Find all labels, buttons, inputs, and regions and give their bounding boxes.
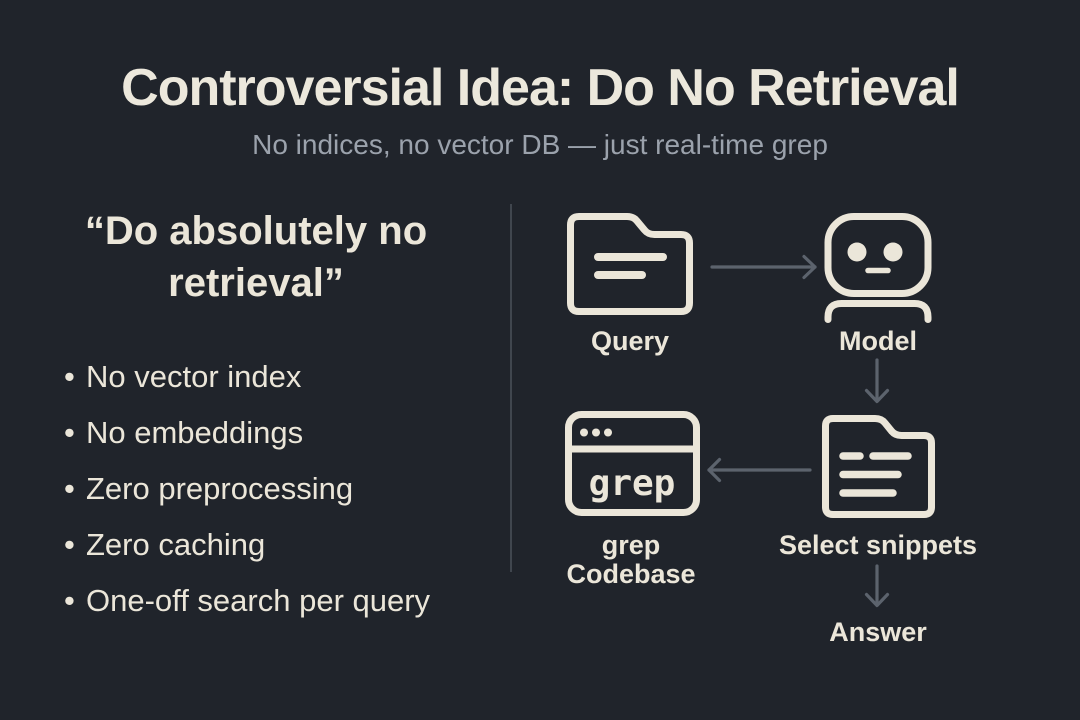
quote: “Do absolutely no retrieval” (84, 209, 428, 305)
bullet-text: Zero preprocessing (86, 471, 354, 506)
node-label-model: Model (839, 326, 917, 356)
column-divider (510, 204, 512, 572)
list-item: Zero preprocessing (64, 461, 430, 517)
arrow-down-icon (864, 564, 890, 608)
bullet-text: No embeddings (86, 415, 304, 450)
list-item: No vector index (64, 349, 430, 405)
folder-snippets-icon (822, 415, 935, 518)
node-label-grep-line1: grep (601, 530, 661, 560)
folder-icon (567, 213, 693, 315)
arrow-down-icon (864, 358, 890, 404)
arrow-right-icon (710, 254, 817, 280)
bullet-text: One-off search per query (86, 583, 431, 618)
page-title: Controversial Idea: Do No Retrieval (121, 59, 960, 117)
node-label-query: Query (590, 326, 670, 356)
list-item: No embeddings (64, 405, 430, 461)
arrow-left-icon (707, 457, 812, 483)
page-subtitle: No indices, no vector DB — just real-tim… (252, 129, 828, 160)
node-label-grep-line2: Codebase (566, 559, 696, 589)
bullet-text: No vector index (86, 359, 302, 394)
list-item: Zero caching (64, 517, 430, 573)
bullet-text: Zero caching (86, 527, 266, 562)
robot-icon (824, 213, 932, 323)
bullet-list: No vector index No embeddings Zero prepr… (64, 349, 430, 629)
terminal-window-icon: grep (565, 411, 700, 516)
node-label-grep: grep Codebase (556, 531, 706, 589)
node-label-snippets: Select snippets (778, 530, 978, 560)
list-item: One-off search per query (64, 573, 430, 629)
node-label-answer: Answer (829, 617, 927, 647)
terminal-window-text: grep (589, 463, 676, 504)
